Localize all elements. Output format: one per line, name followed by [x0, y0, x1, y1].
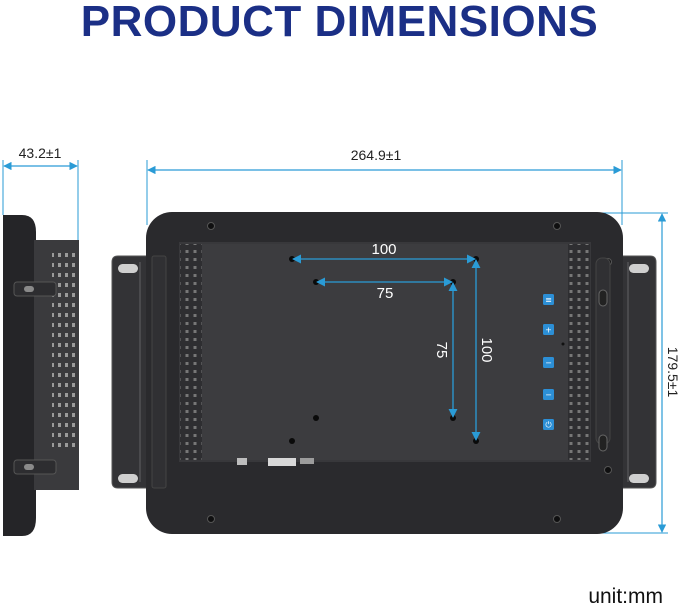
menu-icon[interactable]	[543, 294, 554, 305]
menu-glyph: ≡	[545, 296, 552, 305]
side-bracket-slot-top	[24, 286, 34, 292]
width-dimension: 264.9±1	[146, 147, 623, 225]
vesa-inner-v-label: 75	[433, 342, 450, 359]
bracket-slot	[118, 474, 138, 483]
right-rail-slot	[598, 434, 608, 452]
height-dimension-label: 179.5±1	[665, 347, 679, 398]
rear-view: 100 75 100 75 ≡ + − − ⏻	[111, 212, 657, 534]
minus-icon[interactable]	[543, 357, 554, 368]
height-dimension: 179.5±1	[600, 212, 679, 534]
bracket-slot	[118, 264, 138, 273]
side-bracket-bottom	[13, 459, 57, 475]
side-view: 43.2±1	[2, 145, 79, 536]
rear-panel	[202, 244, 568, 460]
vesa-outer-v-label: 100	[478, 337, 495, 362]
osd-buttons: ≡ + − − ⏻	[543, 294, 565, 430]
minus-glyph: −	[545, 359, 552, 368]
vesa-inner-h-label: 75	[377, 285, 394, 302]
side-bracket-top	[13, 281, 57, 297]
side-bracket-slot-bottom	[24, 464, 34, 470]
unit-label: unit:mm	[588, 585, 663, 608]
left-vents	[180, 244, 202, 460]
side-vents	[52, 252, 76, 448]
right-rail	[595, 257, 611, 445]
connectors	[237, 458, 314, 466]
power-glyph: ⏻	[545, 421, 552, 430]
indicator-led	[561, 342, 565, 346]
bracket-slot	[629, 474, 649, 483]
width-dimension-label: 264.9±1	[351, 147, 402, 163]
page-title: PRODUCT DIMENSIONS	[80, 0, 599, 46]
plus-icon[interactable]	[543, 324, 554, 335]
right-vents	[568, 244, 590, 460]
side-bezel	[3, 215, 36, 536]
right-rail-slot	[598, 289, 608, 307]
left-mount-bracket	[111, 255, 149, 489]
vesa-outer-h-label: 100	[371, 241, 396, 258]
power-icon[interactable]	[543, 419, 554, 430]
bracket-slot	[629, 264, 649, 273]
right-mount-bracket	[619, 255, 657, 489]
left-rail	[151, 255, 167, 489]
minus-glyph: −	[545, 391, 552, 400]
plus-glyph: +	[545, 326, 552, 335]
depth-dimension-label: 43.2±1	[19, 145, 62, 161]
minus-icon[interactable]	[543, 389, 554, 400]
